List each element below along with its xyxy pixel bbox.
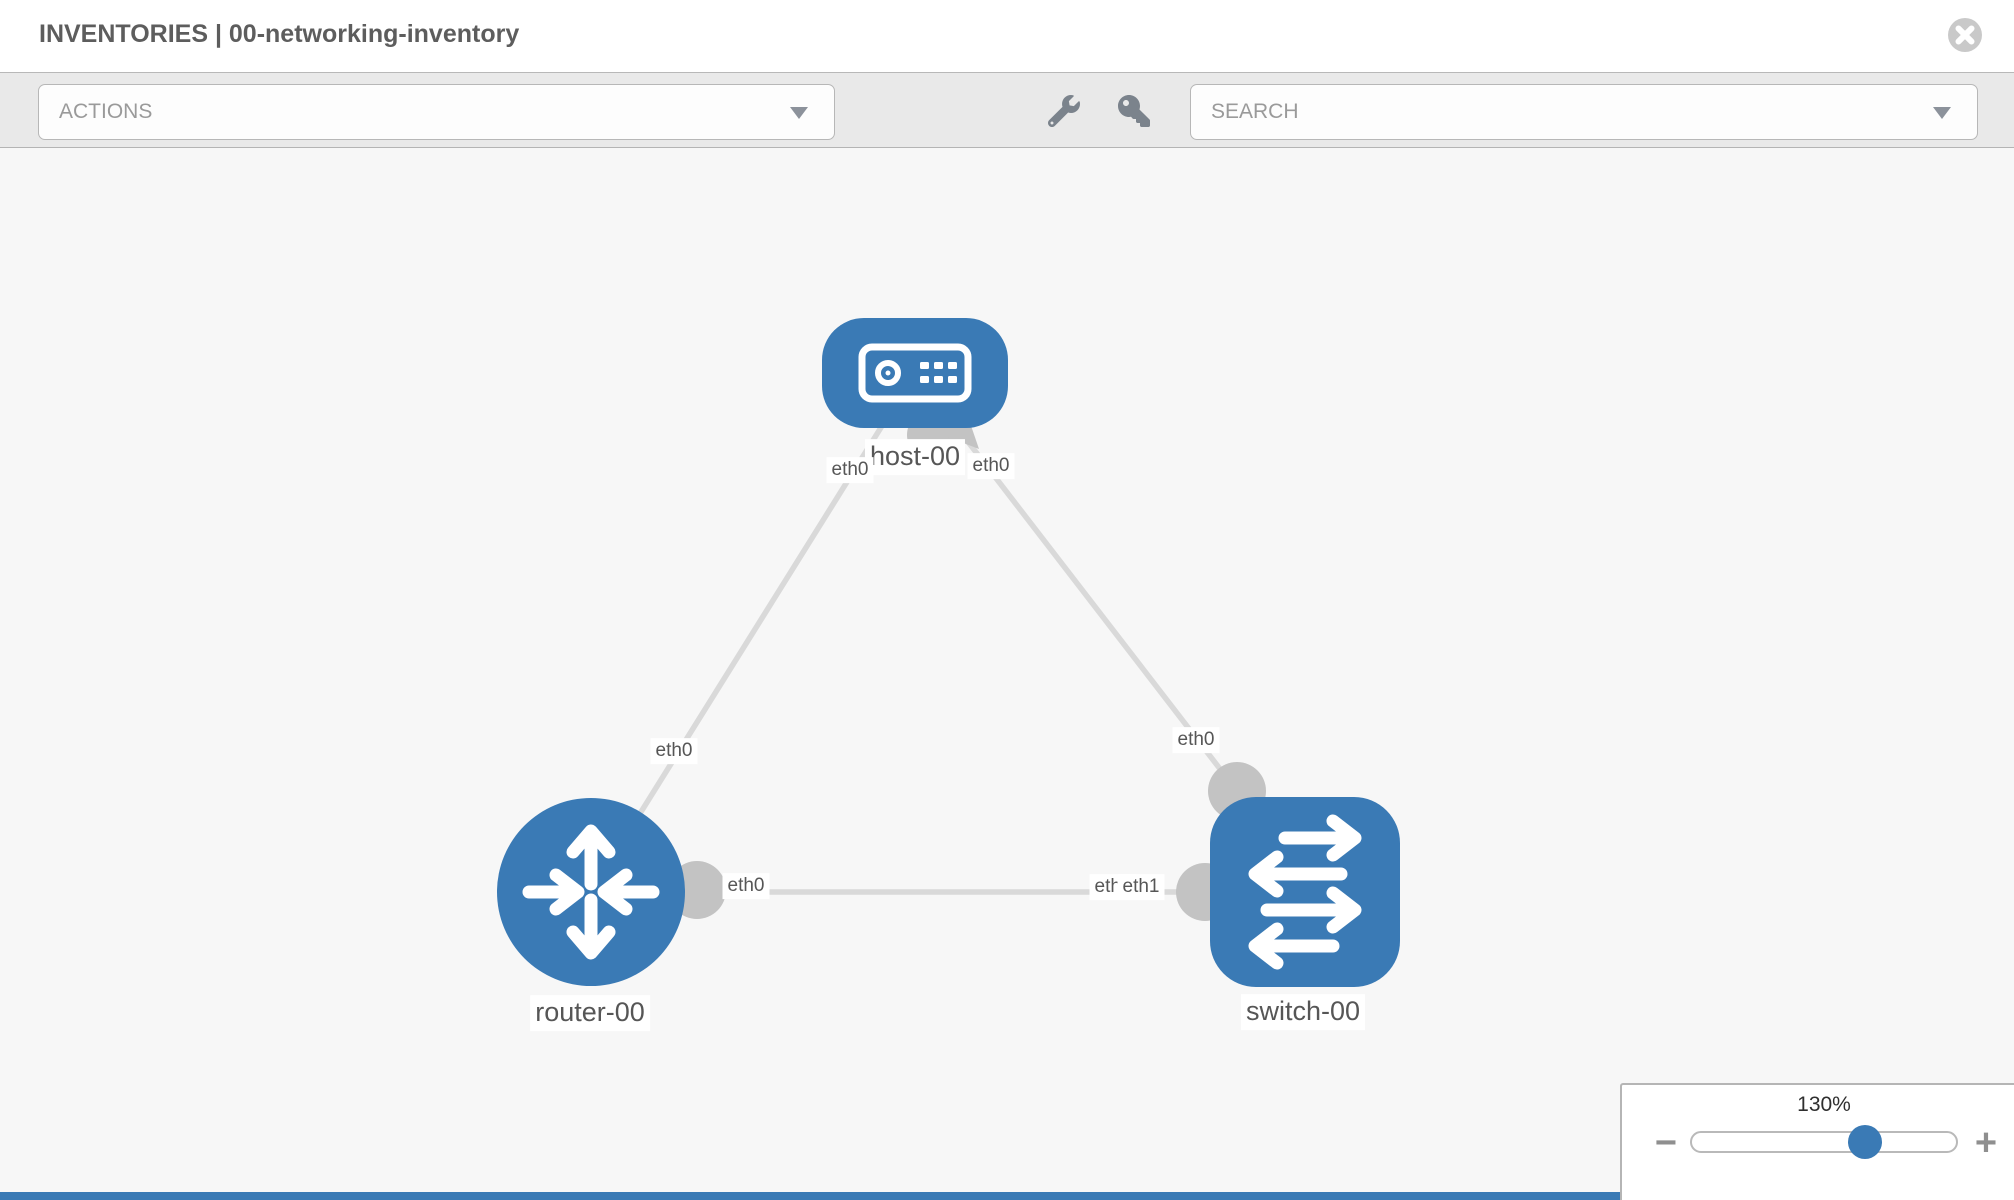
topology-canvas[interactable]: host-00 router-00 switch-00 eth0 eth0 et… bbox=[0, 148, 2014, 1200]
interface-label-host-right: eth0 bbox=[967, 453, 1015, 479]
x-circle-icon bbox=[1948, 18, 1982, 52]
window-header: INVENTORIES | 00-networking-inventory bbox=[0, 0, 2014, 72]
search-dropdown[interactable]: SEARCH bbox=[1190, 84, 1978, 140]
interface-label-router-uplink: eth0 bbox=[650, 738, 698, 764]
node-label-host: host-00 bbox=[864, 439, 966, 475]
actions-dropdown[interactable]: ACTIONS bbox=[38, 84, 835, 140]
connectors-layer bbox=[668, 410, 1266, 921]
node-label-switch: switch-00 bbox=[1240, 994, 1366, 1030]
key-icon bbox=[1118, 94, 1150, 127]
node-host[interactable] bbox=[822, 318, 1008, 428]
topology-graph bbox=[497, 318, 1400, 987]
zoom-in-button[interactable]: + bbox=[1966, 1121, 2006, 1165]
credentials-button[interactable] bbox=[1116, 94, 1152, 130]
node-switch[interactable] bbox=[1210, 797, 1400, 987]
page-title: INVENTORIES | 00-networking-inventory bbox=[39, 20, 520, 48]
interface-label-switch-uplink: eth0 bbox=[1172, 727, 1220, 753]
zoom-out-button[interactable]: − bbox=[1646, 1121, 1686, 1165]
bottom-accent-bar bbox=[0, 1192, 2014, 1200]
node-router[interactable] bbox=[497, 798, 685, 986]
switch-icon bbox=[1248, 814, 1362, 970]
minus-icon: − bbox=[1654, 1122, 1678, 1164]
interface-label-router-lan: eth0 bbox=[722, 873, 770, 899]
link-arrowhead bbox=[945, 411, 979, 449]
chevron-down-icon bbox=[1933, 107, 1951, 119]
plus-icon: + bbox=[1974, 1122, 1998, 1164]
chevron-down-icon bbox=[790, 107, 808, 119]
wrench-icon bbox=[1047, 94, 1080, 127]
zoom-slider-thumb[interactable] bbox=[1848, 1125, 1882, 1159]
close-button[interactable] bbox=[1947, 17, 1983, 53]
host-icon bbox=[858, 343, 972, 403]
toolbar: ACTIONS SEARCH bbox=[0, 72, 2014, 148]
node-label-router: router-00 bbox=[530, 995, 650, 1031]
tools-button[interactable] bbox=[1046, 94, 1082, 130]
search-dropdown-label: SEARCH bbox=[1211, 100, 1299, 123]
router-icon bbox=[522, 824, 660, 960]
zoom-slider-track[interactable] bbox=[1690, 1131, 1958, 1153]
zoom-control-panel: 130% − + bbox=[1620, 1083, 2014, 1200]
zoom-level-label: 130% bbox=[1797, 1093, 1851, 1116]
actions-dropdown-label: ACTIONS bbox=[59, 100, 153, 123]
interface-label-host-left: eth0 bbox=[826, 457, 874, 483]
interface-label-switch-lan-eth1: eth1 bbox=[1117, 874, 1165, 900]
